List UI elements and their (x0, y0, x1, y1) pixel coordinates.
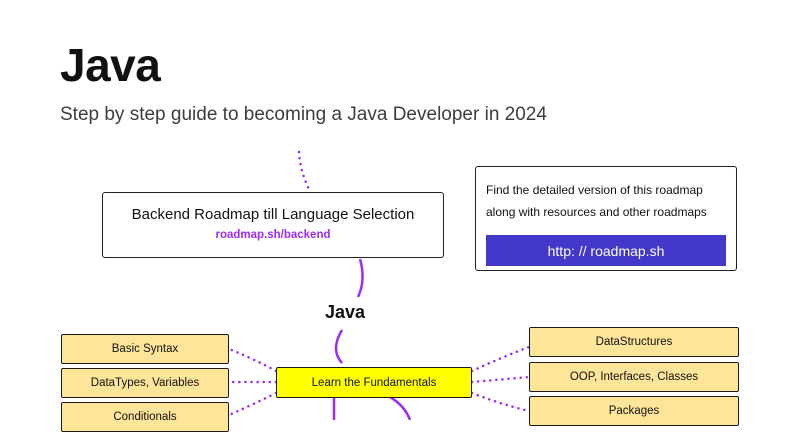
left-connector-conditionals (227, 391, 278, 417)
learn-fundamentals-node[interactable]: Learn the Fundamentals (276, 367, 472, 398)
top-dotted-connector (297, 150, 312, 193)
left-connector-basic-syntax (227, 347, 278, 373)
right-connector-oop (470, 375, 531, 384)
topic-oop-interfaces-classes[interactable]: OOP, Interfaces, Classes (529, 362, 739, 392)
topic-conditionals[interactable]: Conditionals (61, 402, 229, 432)
java-node-label: Java (324, 302, 366, 322)
page-title: Java (60, 39, 161, 91)
right-connector-packages (470, 391, 531, 413)
connector-lines (227, 150, 531, 420)
backend-roadmap-title: Backend Roadmap till Language Selection (131, 206, 415, 223)
fundamentals-down-connector (389, 395, 412, 420)
topic-datatypes-variables[interactable]: DataTypes, Variables (61, 368, 229, 398)
backend-to-java-connector (356, 258, 364, 298)
roadmap-link-button[interactable]: http: // roadmap.sh (486, 235, 726, 266)
page-subtitle: Step by step guide to becoming a Java De… (60, 104, 547, 125)
topic-packages[interactable]: Packages (529, 396, 739, 426)
java-to-fundamentals-connector (334, 329, 344, 364)
topic-basic-syntax[interactable]: Basic Syntax (61, 334, 229, 364)
detailed-roadmap-info-box: Find the detailed version of this roadma… (475, 166, 737, 271)
info-text-line-1: Find the detailed version of this roadma… (486, 183, 703, 197)
right-connector-datastructures (470, 345, 531, 373)
backend-roadmap-box[interactable]: Backend Roadmap till Language Selection … (102, 192, 444, 258)
backend-roadmap-link[interactable]: roadmap.sh/backend (215, 229, 331, 241)
info-text-line-2: along with resources and other roadmaps (486, 205, 707, 219)
topic-datastructures[interactable]: DataStructures (529, 327, 739, 357)
